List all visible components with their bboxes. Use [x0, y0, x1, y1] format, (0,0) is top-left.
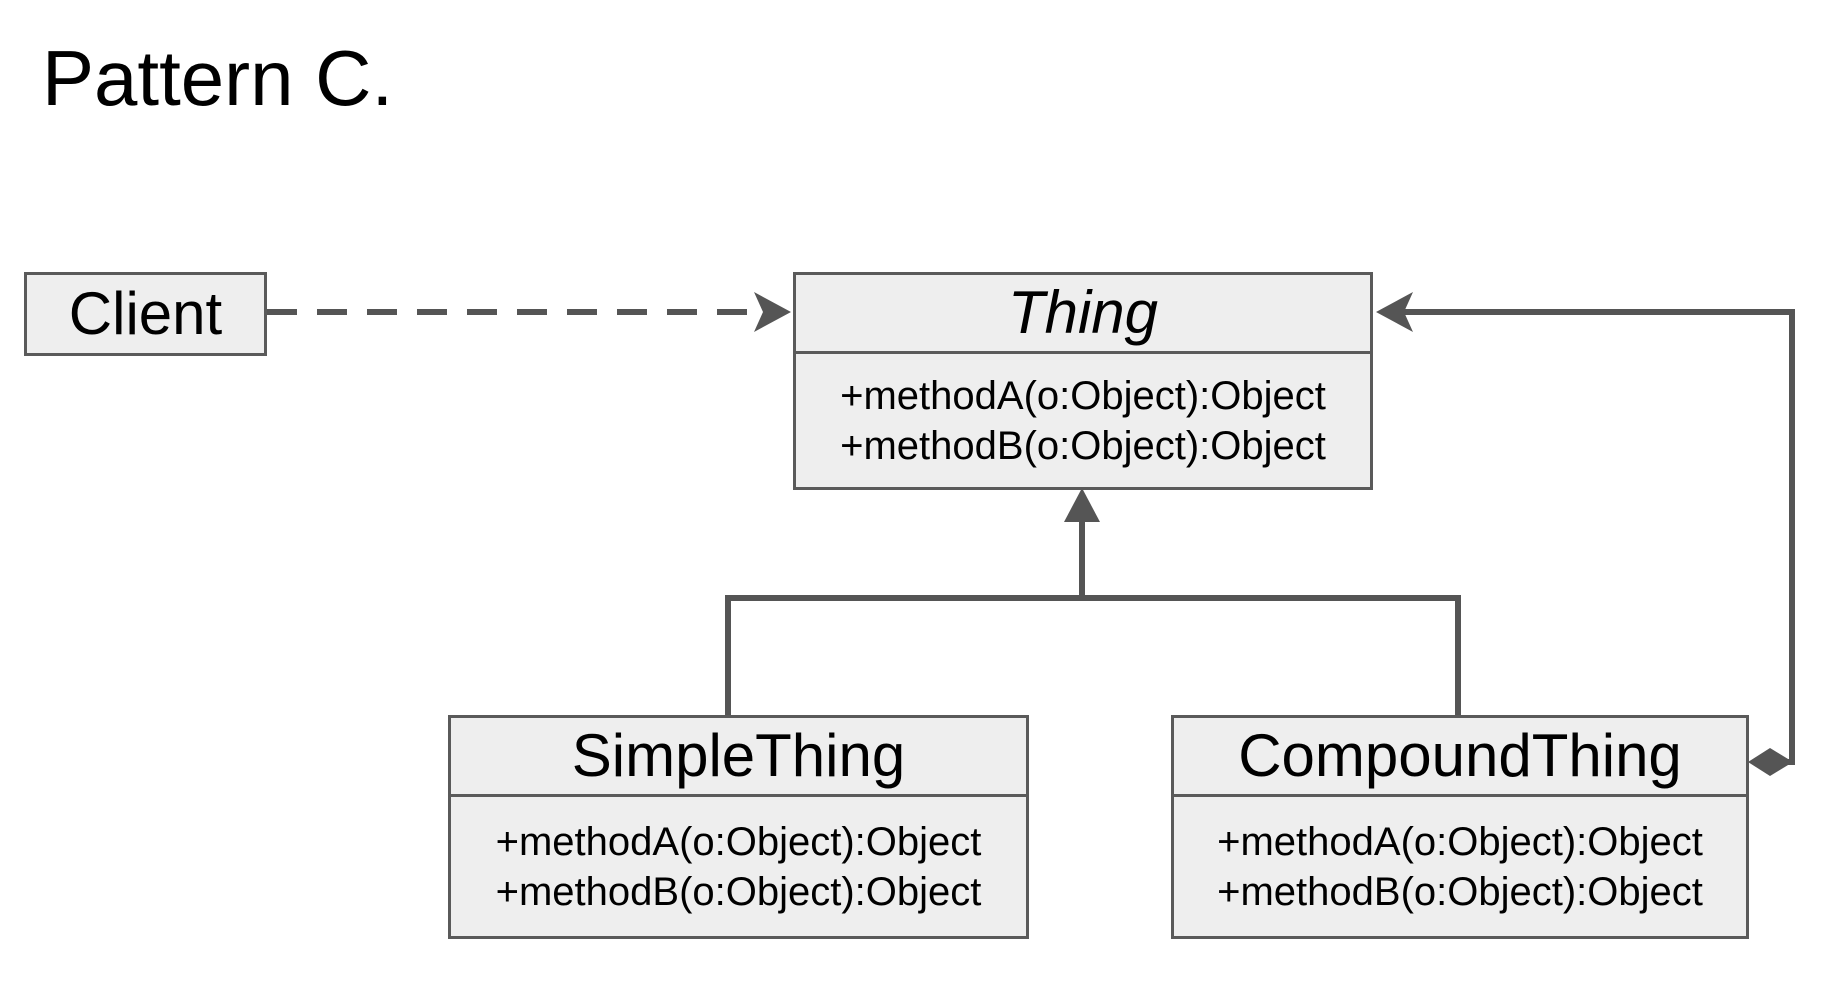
method-entry: +methodA(o:Object):Object — [495, 819, 982, 864]
dependency-arrowhead-icon — [754, 292, 791, 332]
class-name-thing: Thing — [796, 275, 1370, 354]
methods-compartment-compound-thing: +methodA(o:Object):Object +methodB(o:Obj… — [1174, 797, 1746, 936]
class-box-compound-thing: CompoundThing +methodA(o:Object):Object … — [1171, 715, 1749, 939]
class-name-client: Client — [68, 280, 223, 347]
method-entry: +methodA(o:Object):Object — [1217, 819, 1703, 864]
composition-edge — [1390, 309, 1795, 765]
class-box-simple-thing: SimpleThing +methodA(o:Object):Object +m… — [448, 715, 1029, 939]
composition-arrowhead-icon — [1376, 292, 1413, 332]
slide-title: Pattern C. — [42, 34, 394, 122]
class-box-client: Client — [24, 272, 267, 356]
inheritance-arrowhead-icon — [1064, 488, 1100, 522]
method-entry: +methodB(o:Object):Object — [1217, 869, 1703, 914]
method-entry: +methodB(o:Object):Object — [840, 423, 1326, 468]
composition-diamond-icon — [1748, 748, 1793, 776]
methods-compartment-simple-thing: +methodA(o:Object):Object +methodB(o:Obj… — [451, 797, 1026, 936]
class-box-thing: Thing +methodA(o:Object):Object +methodB… — [793, 272, 1373, 490]
method-entry: +methodB(o:Object):Object — [495, 869, 982, 914]
inheritance-rail — [725, 595, 1461, 716]
methods-compartment-thing: +methodA(o:Object):Object +methodB(o:Obj… — [796, 354, 1370, 487]
class-name-compound-thing: CompoundThing — [1174, 718, 1746, 797]
method-entry: +methodA(o:Object):Object — [840, 373, 1326, 418]
class-name-simple-thing: SimpleThing — [451, 718, 1026, 797]
